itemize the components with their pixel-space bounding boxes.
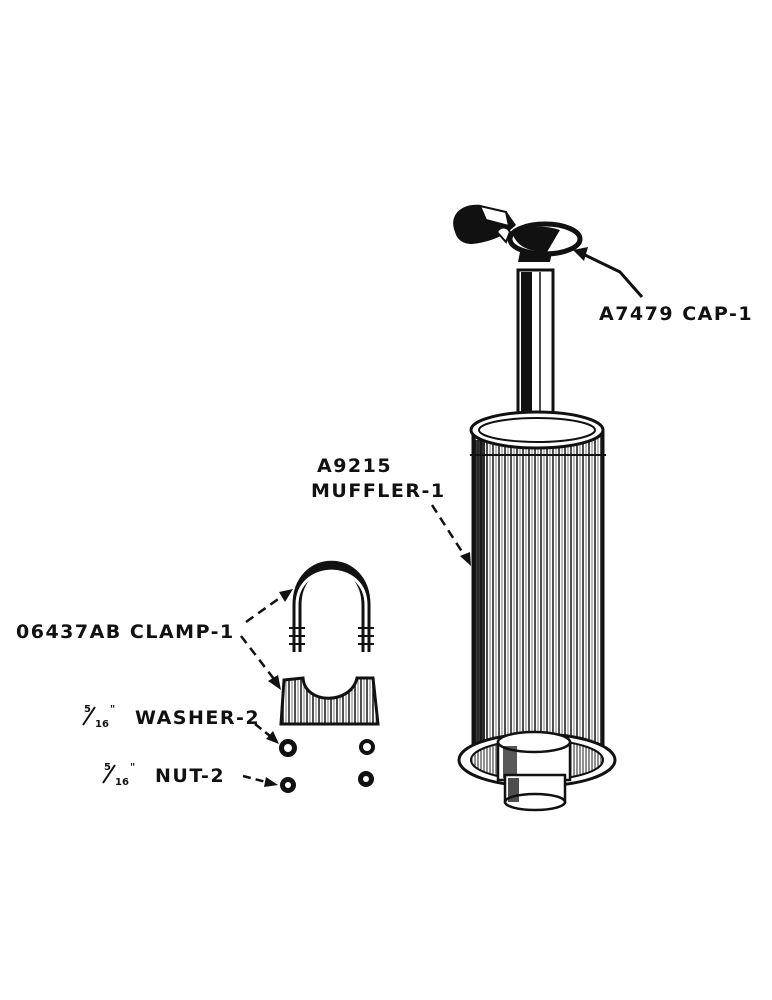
leader-clamp-lower bbox=[240, 635, 275, 680]
nut-size-denominator: 16 bbox=[115, 777, 129, 788]
washer-size-numerator: 5 bbox=[84, 704, 91, 715]
washer-label: WASHER-2 bbox=[135, 707, 260, 729]
washer-size-unit: " bbox=[110, 704, 115, 715]
nut-right-drawing bbox=[358, 771, 374, 787]
leader-washer-arrowhead bbox=[266, 731, 279, 744]
leader-clamp-lower-arrowhead bbox=[268, 675, 281, 690]
exhaust-pipe-drawing bbox=[516, 268, 555, 427]
leader-nut bbox=[242, 774, 267, 784]
washer-size-fraction: 5 16 " bbox=[82, 704, 115, 730]
muffler-part-number: A9215 bbox=[317, 455, 392, 477]
cap-label: A7479 CAP-1 bbox=[599, 303, 753, 325]
nut-size-unit: " bbox=[130, 762, 135, 773]
clamp-saddle-drawing bbox=[279, 676, 380, 726]
rain-cap-drawing bbox=[453, 204, 583, 262]
nut-left-drawing bbox=[280, 777, 296, 793]
nut-size-fraction: 5 16 " bbox=[102, 762, 135, 788]
leader-clamp-upper bbox=[245, 595, 282, 624]
washer-size-denominator: 16 bbox=[95, 719, 109, 730]
u-bolt-drawing bbox=[289, 560, 374, 652]
washer-right-drawing bbox=[359, 739, 375, 755]
leader-cap bbox=[573, 247, 644, 298]
leader-muffler bbox=[430, 504, 468, 559]
washer-left-drawing bbox=[279, 739, 297, 757]
clamp-label: 06437AB CLAMP-1 bbox=[16, 621, 235, 643]
leader-nut-arrowhead bbox=[264, 777, 278, 787]
muffler-label: MUFFLER-1 bbox=[311, 480, 446, 502]
leader-muffler-arrowhead bbox=[460, 552, 471, 566]
muffler-drawing bbox=[457, 410, 617, 812]
nut-label: NUT-2 bbox=[155, 765, 225, 787]
leader-clamp-upper-arrowhead bbox=[279, 589, 293, 602]
nut-size-numerator: 5 bbox=[104, 762, 111, 773]
leader-washer bbox=[254, 723, 271, 737]
